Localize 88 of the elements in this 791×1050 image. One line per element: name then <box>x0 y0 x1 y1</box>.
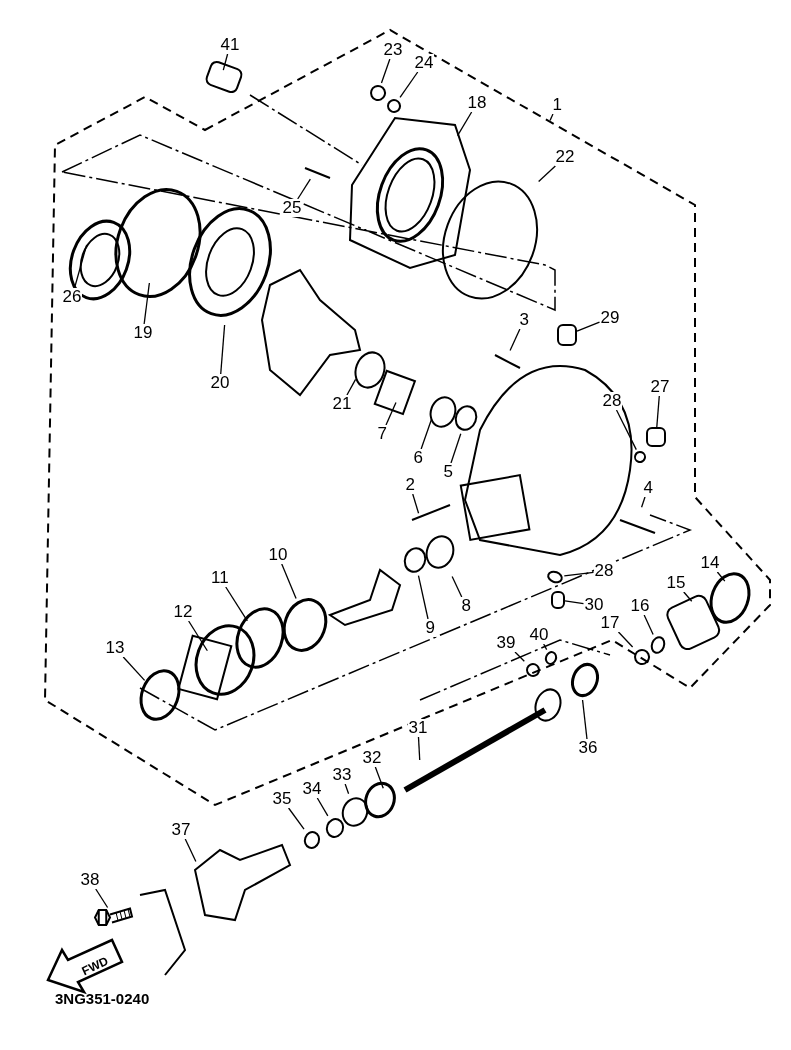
washer-drawing <box>547 570 563 584</box>
leader-line <box>543 643 548 651</box>
diagram-code: 3NG351-0240 <box>55 990 150 1007</box>
leader-line <box>222 53 229 71</box>
callout-number: 3 <box>518 311 530 329</box>
leader-line <box>316 797 329 817</box>
callout-number: 11 <box>210 569 230 587</box>
leader-line <box>95 888 109 909</box>
leader-line <box>374 766 384 789</box>
leader-line <box>344 783 350 795</box>
leader-line <box>220 324 226 375</box>
leader-line <box>412 493 420 514</box>
washer-drawing <box>370 85 386 101</box>
callout-number: 15 <box>665 574 687 592</box>
washer-drawing <box>634 451 646 463</box>
leader-line <box>417 575 429 620</box>
callout-number: 1 <box>551 96 563 114</box>
leader-line <box>456 111 473 137</box>
leader-line <box>287 807 305 830</box>
washer-drawing <box>341 797 369 827</box>
callout-number: 17 <box>599 614 621 632</box>
leader-line <box>656 395 660 428</box>
leader-line <box>143 282 150 325</box>
washer-drawing <box>544 651 558 665</box>
leader-line <box>385 401 397 426</box>
callout-number: 22 <box>554 148 576 166</box>
washer-drawing <box>325 818 345 838</box>
callout-number: 9 <box>424 619 436 637</box>
leader-line <box>380 58 391 84</box>
leader-line <box>73 244 88 289</box>
leader-line <box>617 631 634 648</box>
washer-drawing <box>650 636 666 654</box>
callout-number: 34 <box>301 780 323 798</box>
callout-number: 38 <box>79 871 101 889</box>
callout-number: 18 <box>466 94 488 112</box>
callout-number: 16 <box>629 597 651 615</box>
callout-number: 25 <box>281 199 303 217</box>
washer-drawing <box>634 649 650 665</box>
leader-line <box>564 600 585 605</box>
leader-line <box>643 614 654 636</box>
washer-drawing <box>387 99 401 113</box>
leader-line <box>281 563 297 600</box>
leader-line <box>581 699 588 740</box>
leader-line <box>122 656 146 681</box>
leader-line <box>417 736 421 761</box>
leader-line <box>451 575 463 598</box>
washer-drawing <box>403 547 427 573</box>
leader-line <box>420 419 432 450</box>
leader-line <box>399 71 419 98</box>
washer-drawing <box>526 663 540 677</box>
callout-number: 12 <box>172 603 194 621</box>
direction-label: FWD <box>79 953 111 979</box>
leader-line <box>450 433 462 464</box>
plug-drawing <box>646 427 666 447</box>
leader-line <box>640 496 646 508</box>
leader-line <box>346 378 357 396</box>
callout-number: 24 <box>413 54 435 72</box>
callout-number: 23 <box>382 41 404 59</box>
callout-number: 33 <box>331 766 353 784</box>
leader-line <box>225 586 248 622</box>
plug-drawing <box>557 324 577 346</box>
callout-number: 39 <box>495 634 517 652</box>
callout-number: 2 <box>404 476 416 494</box>
bolt-drawing <box>93 907 134 926</box>
leader-line <box>683 591 693 602</box>
callout-number: 40 <box>528 626 550 644</box>
callout-number: 28 <box>601 392 623 410</box>
leader-line <box>549 113 554 122</box>
callout-number: 10 <box>267 546 289 564</box>
callout-number: 13 <box>104 639 126 657</box>
leader-line <box>184 838 197 863</box>
callout-number: 4 <box>642 479 654 497</box>
callout-number: 32 <box>361 749 383 767</box>
washer-drawing <box>454 405 478 431</box>
leader-line <box>188 620 208 652</box>
leader-line <box>615 409 637 451</box>
leader-line <box>563 571 595 577</box>
callout-number: 14 <box>699 554 721 572</box>
leader-line <box>297 178 311 200</box>
leader-line <box>538 165 556 183</box>
callout-number: 37 <box>170 821 192 839</box>
plug-drawing <box>551 591 565 609</box>
leader-line <box>576 321 601 332</box>
leader-line <box>509 328 521 352</box>
washer-drawing <box>303 831 321 849</box>
callout-number: 35 <box>271 790 293 808</box>
leader-line <box>716 571 726 582</box>
callout-number: 41 <box>219 36 241 54</box>
